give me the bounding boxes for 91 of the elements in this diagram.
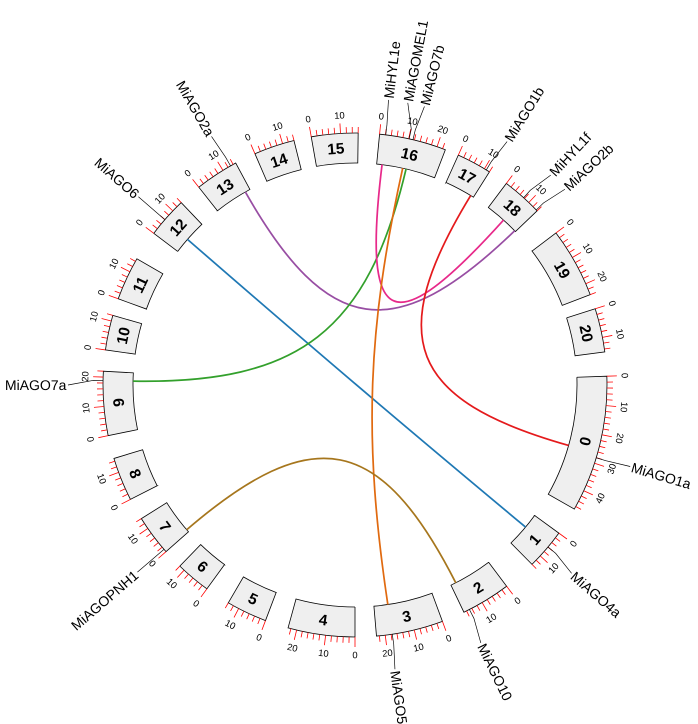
tick-label: 20: [382, 649, 392, 657]
chromosome-box: 16: [376, 134, 446, 178]
tick-label: 10: [272, 122, 282, 131]
tick-label: 0: [256, 634, 262, 641]
link-curve: [133, 168, 407, 382]
tick-label: 10: [616, 329, 624, 339]
tick-label: 10: [90, 312, 98, 322]
tick-label: 10: [407, 117, 418, 126]
tick-label: 0: [306, 116, 310, 122]
tick-label: 10: [97, 474, 106, 484]
link-curve: [375, 164, 504, 303]
tick-label: 10: [208, 150, 218, 160]
leader-line: [548, 546, 572, 574]
tick-label: 0: [136, 220, 142, 226]
chromosome-box: 6: [179, 544, 225, 590]
tick-label: 0: [514, 166, 520, 172]
tick-label: 0: [567, 219, 574, 225]
tick-label: 0: [245, 134, 250, 140]
gene-label: MiAGO7a: [6, 380, 66, 390]
tick-label: 10: [166, 578, 177, 588]
chromosome-box: 4: [288, 598, 356, 638]
tick-label: 10: [620, 402, 628, 412]
tick-label: 10: [488, 149, 499, 158]
leader-line: [486, 141, 508, 170]
tick-label: 20: [597, 271, 606, 282]
chromosome-box: 14: [254, 140, 302, 182]
tick-label: 0: [609, 300, 616, 306]
tick-label: 20: [437, 126, 448, 134]
leader-line: [407, 102, 412, 140]
tick-label: 10: [224, 620, 236, 629]
link-curve: [186, 238, 526, 528]
leader-line: [469, 609, 482, 644]
chromosome-box: 3: [374, 592, 443, 636]
tick-label: 10: [82, 403, 90, 413]
chromosome-box: 8: [114, 449, 158, 500]
tick-label: 30: [608, 464, 616, 474]
chromosome-box: 10: [105, 314, 142, 354]
tick-label: 0: [446, 634, 452, 642]
tick-label: 0: [570, 540, 576, 546]
chromosome-box: 7: [140, 502, 189, 552]
tick-label: 10: [536, 184, 546, 194]
tick-label: 0: [352, 652, 358, 658]
chromosome-box: 11: [118, 258, 164, 310]
tick-label: 0: [84, 345, 91, 350]
tick-label: 10: [155, 194, 165, 204]
leader-line: [412, 106, 425, 140]
gene-label: MiAGO5: [390, 671, 408, 724]
tick-label: 0: [194, 600, 200, 606]
tick-label: 10: [128, 534, 138, 544]
tick-label: 40: [596, 493, 604, 504]
link-curve: [244, 192, 516, 310]
leader-line: [138, 196, 166, 220]
chromosome-box: 20: [566, 308, 606, 356]
leader-line: [596, 457, 631, 467]
gene-label: MiHYL1e: [384, 42, 400, 98]
tick-label: 10: [548, 563, 558, 574]
tick-label: 0: [98, 290, 105, 296]
leader-line: [68, 380, 104, 386]
chromosome-box: 15: [310, 132, 359, 167]
tick-label: 20: [82, 372, 89, 382]
tick-label: 0: [87, 436, 94, 442]
link-curve: [186, 458, 457, 584]
chromosome-box: 5: [228, 576, 277, 621]
leader-line: [392, 634, 396, 670]
chromosome-box: 17: [446, 154, 490, 198]
tick-label: 10: [414, 644, 424, 652]
tick-label: 10: [335, 112, 344, 119]
leader-line: [385, 100, 389, 136]
link-curve: [371, 168, 404, 605]
tick-label: 0: [379, 113, 384, 120]
chromosome-box: 2: [450, 562, 508, 613]
tick-label: 0: [514, 598, 520, 604]
link-curve: [421, 195, 569, 446]
chromosome-box: 12: [153, 202, 202, 252]
tick-label: 10: [486, 614, 496, 624]
tick-label: 10: [318, 650, 328, 657]
chromosome-box: 13: [198, 162, 250, 212]
tick-label: 20: [287, 644, 298, 652]
leader-line: [137, 548, 164, 572]
tick-label: 0: [463, 136, 468, 142]
tick-label: 10: [110, 258, 118, 270]
leader-line: [523, 174, 552, 198]
leader-line: [536, 188, 566, 210]
tick-label: 0: [622, 373, 628, 378]
leader-line: [211, 136, 231, 166]
chromosome-box: 9: [102, 370, 138, 436]
tick-label: 0: [184, 170, 190, 176]
tick-label: 0: [111, 504, 118, 510]
tick-label: 0: [149, 560, 156, 566]
tick-label: 20: [616, 433, 624, 444]
tick-label: 10: [582, 244, 592, 254]
